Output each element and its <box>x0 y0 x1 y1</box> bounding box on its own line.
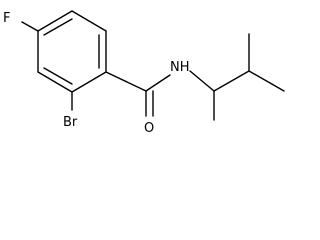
ring-bond-top-right <box>71 10 107 32</box>
bond-carbonyl-n <box>145 74 171 92</box>
oxygen-label: O <box>144 121 154 136</box>
amide-nh-label: NH <box>170 60 190 75</box>
bond-ring-carbonyl <box>105 71 147 92</box>
bromine-label: Br <box>63 115 78 130</box>
bond-ch-ch <box>213 70 250 92</box>
benzene-ring <box>37 10 107 93</box>
fluorine-label: F <box>3 11 10 26</box>
structure-diagram: F Br NH O <box>3 10 285 136</box>
ring-bond-top-left-inner <box>43 18 73 36</box>
ring-bond-bottom-left <box>37 71 73 93</box>
ring-bond-bottom-right <box>71 71 107 93</box>
ring-bond-top-left <box>37 10 73 32</box>
ring-bond-bottom-left-inner <box>43 67 73 85</box>
bond-c-f <box>21 21 39 32</box>
bond-n-ch <box>189 70 215 92</box>
bond-ch-methyl-right <box>248 70 285 92</box>
